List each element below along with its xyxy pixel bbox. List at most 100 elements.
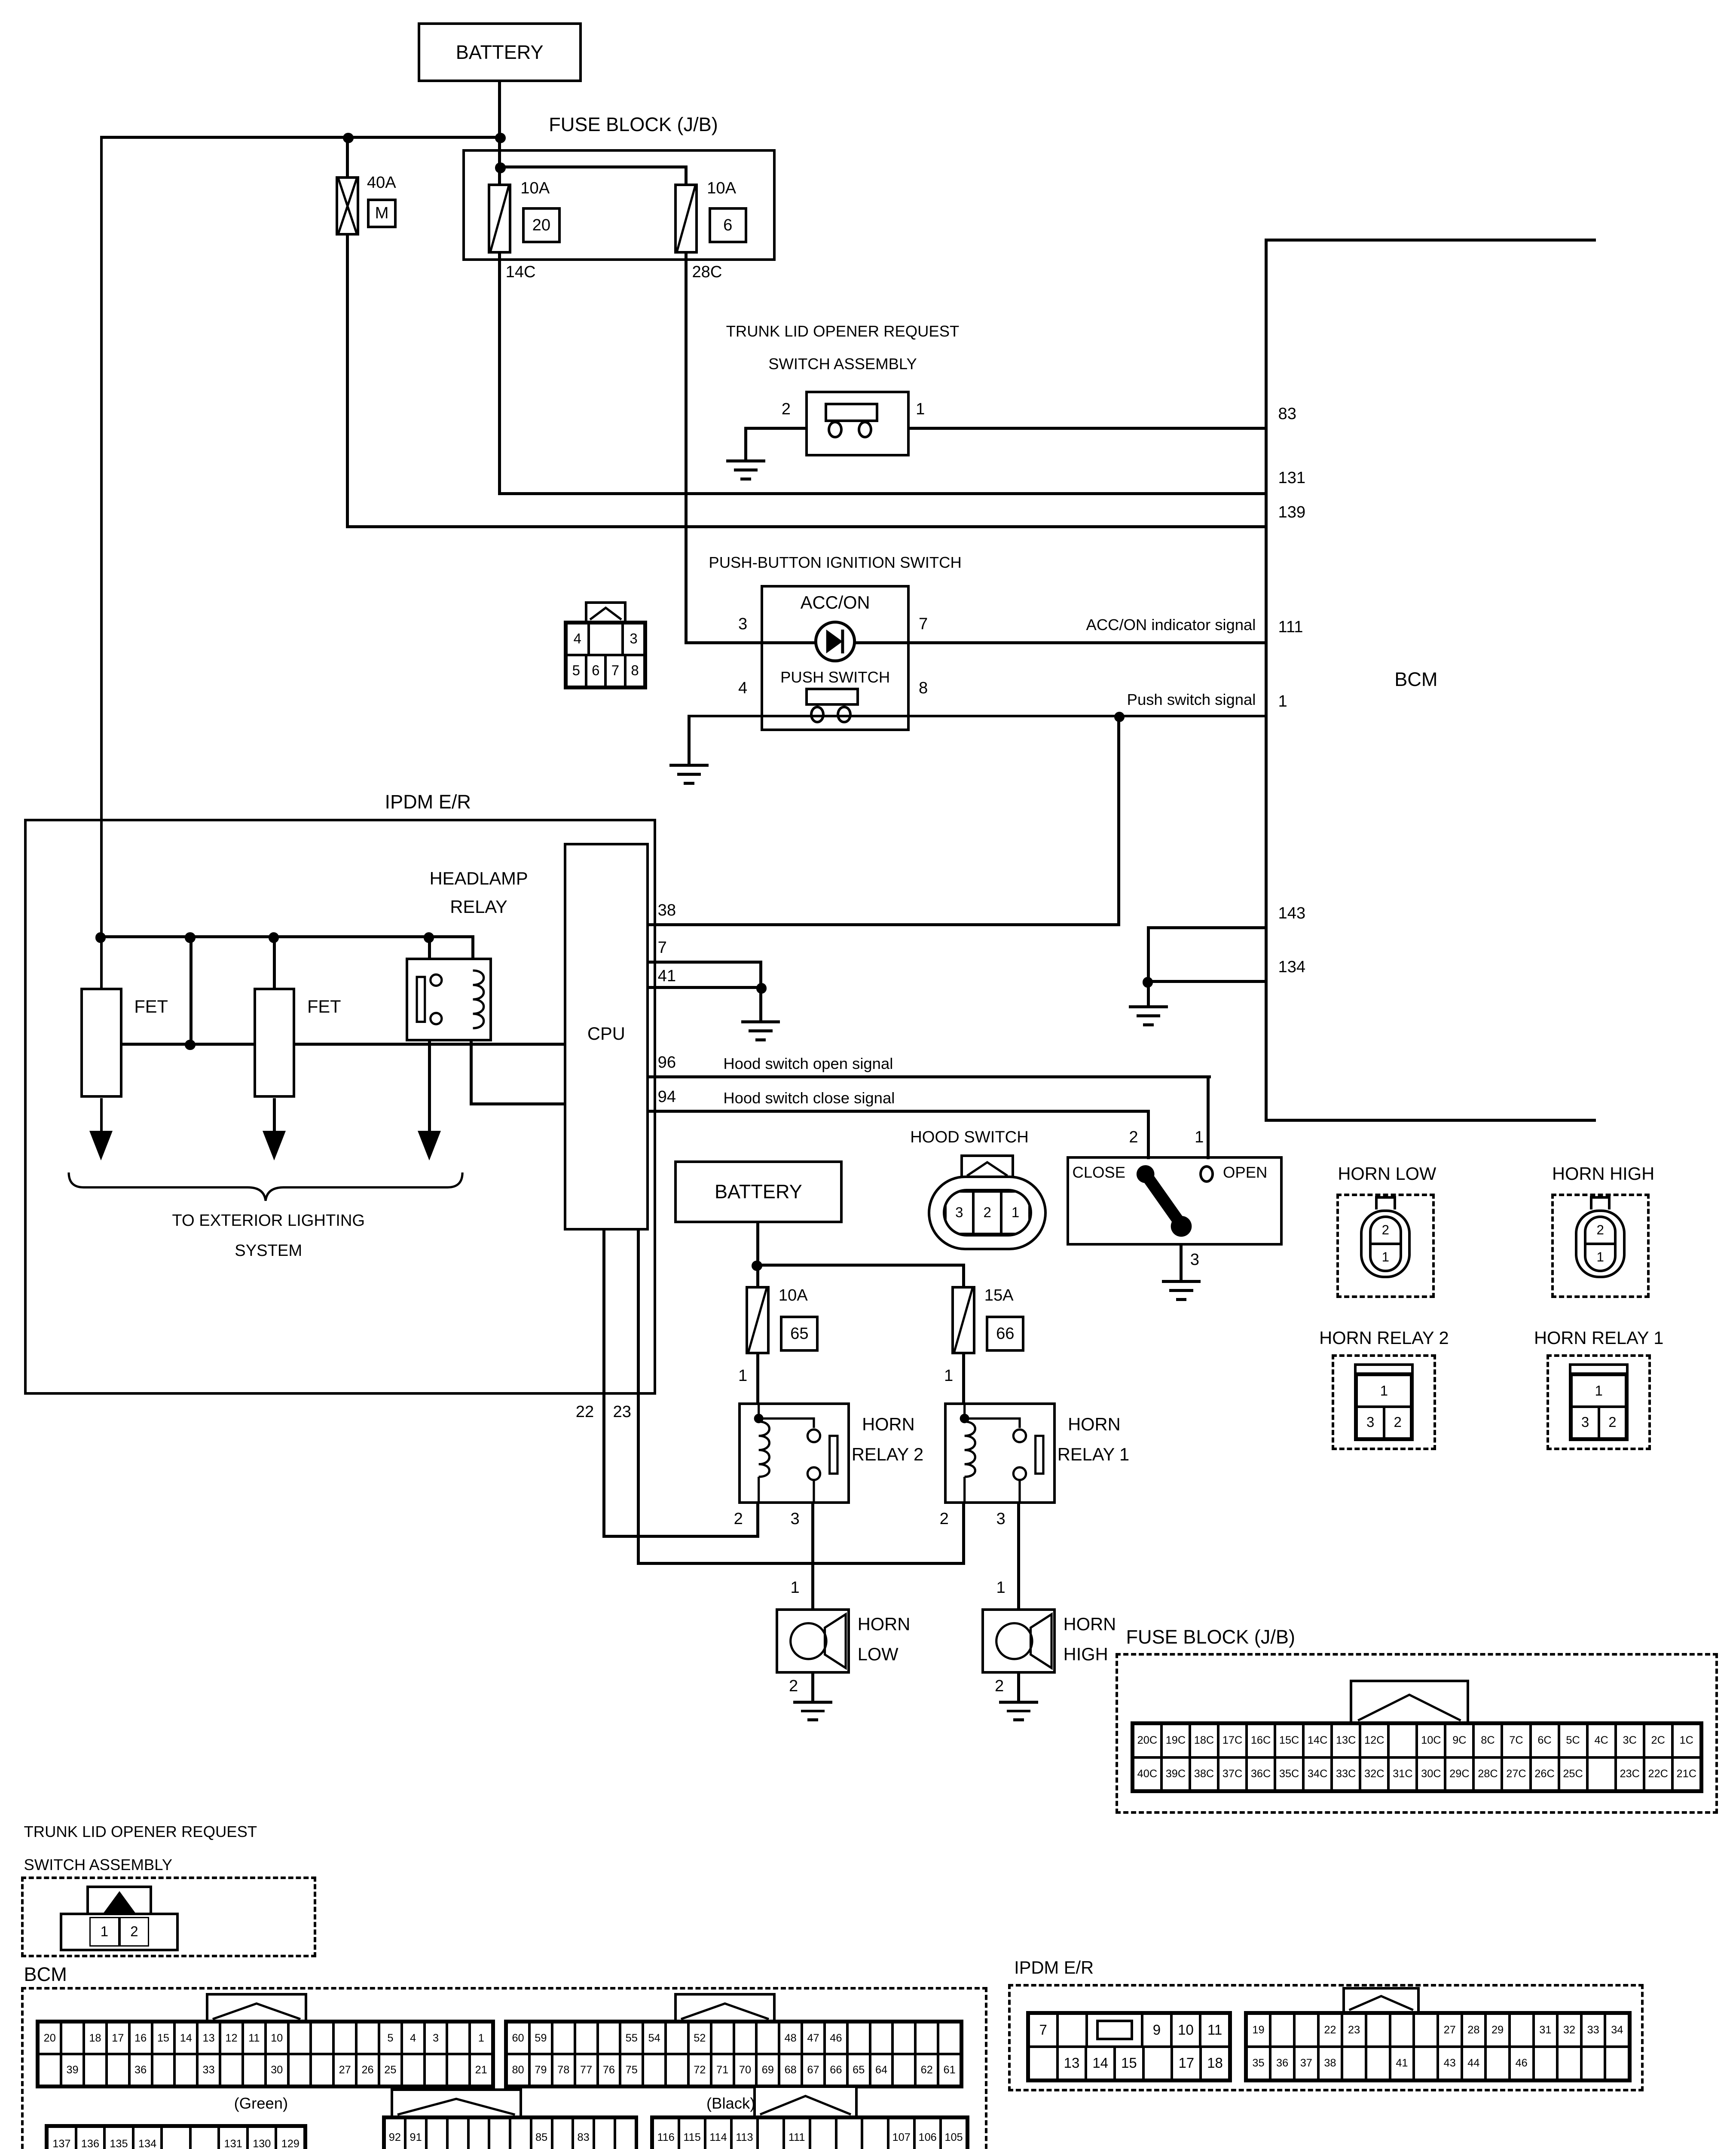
hood-open-label: OPEN <box>1223 1163 1268 1182</box>
connector-cell: 85 <box>531 2118 552 2149</box>
fet-label: FET <box>134 996 168 1017</box>
connector-cell: 32 <box>1557 2013 1581 2047</box>
connector-cell: 40C <box>1133 1757 1161 1791</box>
horn-low-label-2: LOW <box>857 1644 899 1664</box>
cpu-box <box>563 843 649 1231</box>
connector-cell-empty <box>1485 2046 1510 2080</box>
connector-cell: 27C <box>1502 1757 1531 1791</box>
connector-cell: 9C <box>1445 1724 1474 1757</box>
connector-cell: 20 <box>38 2022 61 2054</box>
wire <box>648 986 762 989</box>
horn-high-label-2: HIGH <box>1063 1644 1108 1664</box>
bcm-connector-views <box>21 1987 987 2149</box>
connector-key-tab <box>86 1886 152 1916</box>
connector-cell: 78 <box>552 2054 575 2086</box>
wire <box>346 525 1266 528</box>
connector-cell-empty <box>1509 2013 1534 2047</box>
trunk-connector-view <box>21 1877 316 1957</box>
connector-cell: 46 <box>1509 2046 1534 2080</box>
wire <box>100 935 474 939</box>
connector-cell: 8C <box>1473 1724 1502 1757</box>
connector-cell-empty <box>734 2022 757 2054</box>
wire <box>648 1075 1211 1079</box>
connector-cell: 41 <box>1390 2046 1414 2080</box>
cpu-label: CPU <box>587 1023 625 1044</box>
hood-pin-3: 3 <box>1190 1250 1199 1269</box>
horn-connector-body: 2 1 <box>1360 1209 1411 1278</box>
wire <box>648 1110 1150 1113</box>
connector-cell: 54 <box>643 2022 666 2054</box>
connector-cap <box>1571 1366 1626 1375</box>
connector-cell-empty <box>1587 1757 1616 1791</box>
fuse-block-title: FUSE BLOCK (J/B) <box>549 113 718 135</box>
connector-cell: 137 <box>47 2127 76 2149</box>
connector-cell: 10C <box>1417 1724 1446 1757</box>
fuse-block-box <box>462 149 776 261</box>
junction-dot <box>495 162 506 173</box>
connector-cell: 7 <box>605 655 625 687</box>
connector-cell: 115 <box>679 2118 706 2149</box>
headlamp-relay-label-2: RELAY <box>450 896 507 917</box>
connector-cell: 129 <box>276 2127 305 2149</box>
connector-cell: 76 <box>597 2054 620 2086</box>
connector-cell-empty <box>915 2022 938 2054</box>
connector-cell-empty <box>892 2022 916 2054</box>
connector-cell: 18 <box>1201 2046 1229 2080</box>
connector-cell: 5C <box>1559 1724 1587 1757</box>
connector-cell: 1 <box>1381 1249 1390 1265</box>
connector-cell: 52 <box>688 2022 711 2054</box>
connector-cell-empty <box>1028 2046 1057 2080</box>
connector-cell: 5 <box>566 655 586 687</box>
connector-key-tab <box>753 2085 858 2118</box>
connector-key-tab <box>674 1993 776 2023</box>
connector-cell-empty <box>311 2022 334 2054</box>
connector-cell: 35C <box>1275 1757 1304 1791</box>
fuse-block-connector-view <box>1116 1653 1718 1814</box>
junction-dot <box>185 1040 196 1050</box>
fet-box <box>80 987 122 1098</box>
connector-cell: 72 <box>688 2054 711 2086</box>
connector-cell: 60 <box>507 2022 529 2054</box>
connector-cell-empty <box>401 2054 425 2086</box>
junction-dot <box>95 932 106 943</box>
wire <box>1265 239 1268 1122</box>
connector-cell-empty <box>1605 2046 1629 2080</box>
wire <box>811 1674 815 1701</box>
wire <box>428 1041 431 1131</box>
connector-cell: 32C <box>1360 1757 1389 1791</box>
connector-row: 1 <box>1571 1375 1626 1407</box>
connector-cell: 64 <box>870 2054 893 2086</box>
connector-cell: 65 <box>847 2054 870 2086</box>
wire <box>470 1041 473 1105</box>
connector-cell: 19C <box>1161 1724 1190 1757</box>
connector-cell-empty <box>447 2022 470 2054</box>
ipdm-circuit-label: IPDM E/R <box>385 790 471 813</box>
horn-relay1-view-title: HORN RELAY 1 <box>1534 1328 1664 1348</box>
connector-cell: 13 <box>197 2022 220 2054</box>
hood-switch-title: HOOD SWITCH <box>910 1127 1029 1146</box>
horn-speaker-icon <box>776 1608 850 1674</box>
trunk-pin-2: 2 <box>781 400 791 419</box>
wire <box>498 492 1266 496</box>
wire <box>744 426 747 459</box>
connector-cell: 83 <box>573 2118 594 2149</box>
connector-cell: 91 <box>405 2118 427 2149</box>
connector-cell: 14 <box>174 2022 198 2054</box>
hood-close-signal-label: Hood switch close signal <box>723 1089 895 1107</box>
ignition-accon-label: ACC/ON <box>800 592 870 612</box>
cpu-pin-38: 38 <box>657 901 676 920</box>
connector-cell: 15 <box>1115 2046 1143 2080</box>
exterior-lighting-label-2: SYSTEM <box>235 1241 303 1260</box>
connector-cell: 43 <box>1437 2046 1462 2080</box>
connector-cell: 20C <box>1133 1724 1161 1757</box>
junction-dot <box>495 132 506 144</box>
battery-box: BATTERY <box>674 1160 843 1224</box>
relay-icon <box>960 1402 1056 1504</box>
connector-cell: 59 <box>529 2022 552 2054</box>
connector-cell-empty <box>288 2054 311 2086</box>
connector-cell: 7 <box>1028 2013 1058 2047</box>
bcm-black1-label: (Black) <box>706 2094 755 2112</box>
